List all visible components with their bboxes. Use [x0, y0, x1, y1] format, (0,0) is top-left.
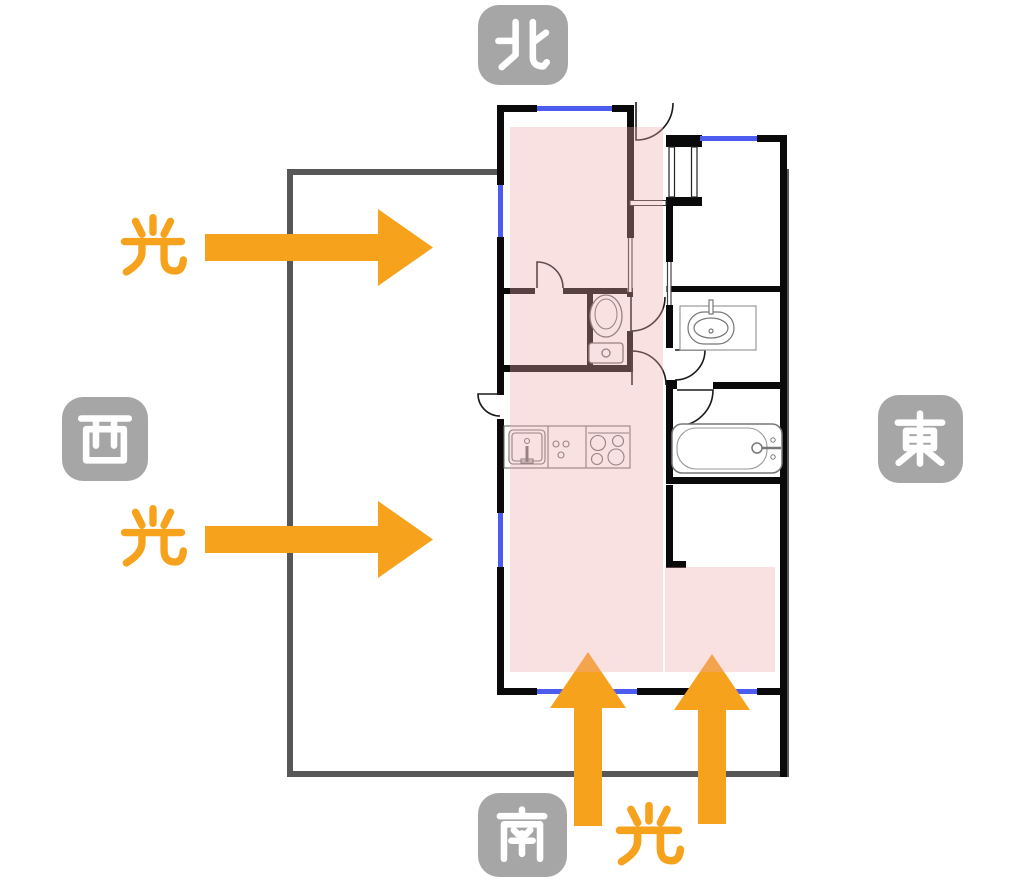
light-kanji-glyphs: [120, 213, 685, 866]
kanji-south-glyph: [496, 806, 548, 863]
kanji-light-west-upper-glyph: [120, 213, 188, 276]
compass-south-badge: [478, 793, 567, 877]
kanji-north-glyph: [495, 18, 551, 71]
toilet-door-arc: [630, 296, 666, 332]
kitchen-counter: [503, 425, 631, 469]
bathtub: [671, 423, 783, 474]
south-arrow-right: [674, 654, 750, 824]
west-arrow-lower: [205, 501, 433, 578]
south-arrow-left: [550, 652, 626, 826]
closets-and-sliding-doors: [627, 146, 698, 305]
hall-door-arc: [631, 350, 667, 386]
compass-west-badge: [62, 397, 148, 481]
west-arrow-upper: [205, 209, 433, 286]
west-light-arrows: [205, 209, 433, 578]
compass-east-badge: [878, 395, 963, 483]
sunlit-area-overlay: [510, 127, 775, 672]
entrance-door-arc: [635, 102, 674, 141]
kitchen-sink: [508, 429, 546, 465]
washroom-door-arc: [674, 349, 706, 381]
kanji-light-west-lower-glyph: [120, 504, 188, 567]
kanji-light-south-glyph: [615, 801, 685, 866]
washbasin: [679, 299, 757, 351]
compass-labels: [62, 5, 963, 877]
south-light-arrows: [550, 652, 750, 826]
kitchen-knobs: [552, 440, 560, 448]
storage-door-arc: [536, 261, 564, 289]
kanji-west-glyph: [77, 415, 133, 464]
west-exterior-door-arc: [477, 393, 501, 417]
compass-north-badge: [478, 5, 568, 85]
kanji-east-glyph: [894, 410, 946, 467]
interior-walls: [497, 112, 787, 568]
toilet: [588, 294, 624, 364]
